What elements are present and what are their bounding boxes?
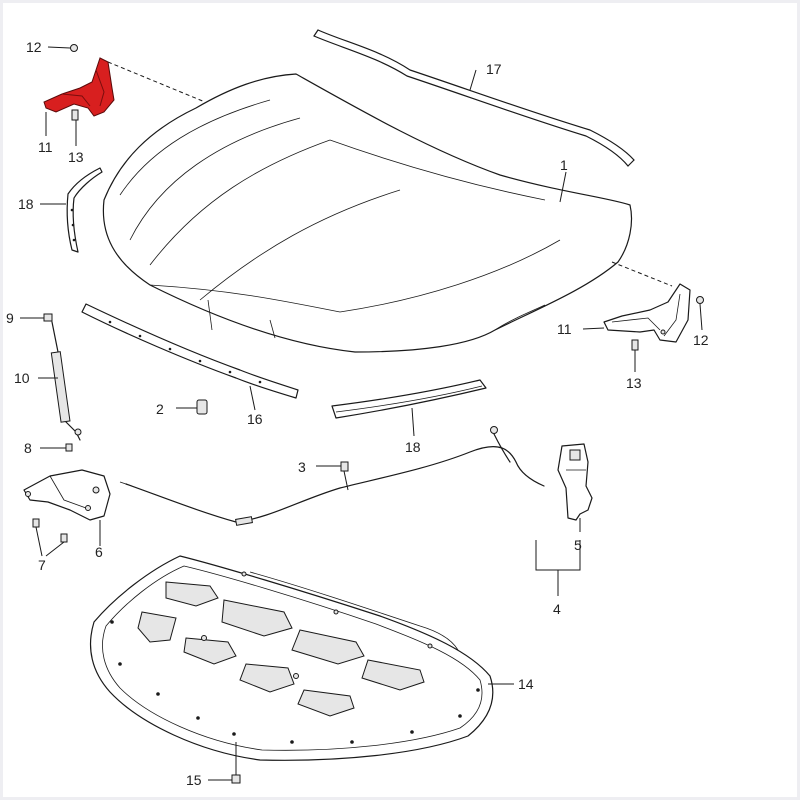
part-12-right-nut: [696, 296, 704, 331]
guide-right-hinge: [611, 261, 673, 287]
callout-17: 17: [486, 61, 502, 77]
callout-1: 1: [560, 157, 568, 173]
part-9-strut-clip: [20, 313, 53, 322]
callout-16: 16: [247, 411, 263, 427]
part-11-right-hood-hinge: [603, 283, 691, 343]
leader-18-right: [411, 407, 415, 437]
part-18-left-side-seal: [66, 167, 103, 253]
part-10-hood-lift-strut: [38, 321, 82, 441]
callout-18-left: 18: [18, 196, 34, 212]
part-13-left-bolt: [71, 109, 79, 146]
part-3-cable-clip: [316, 461, 349, 491]
callout-9: 9: [6, 310, 14, 326]
part-5-release-handle: [557, 443, 593, 532]
part-13-right-bolt: [631, 339, 639, 372]
callout-14: 14: [518, 676, 534, 692]
leader-16: [249, 385, 256, 411]
callout-4: 4: [553, 601, 561, 617]
callout-3: 3: [298, 459, 306, 475]
callout-12-right: 12: [693, 332, 709, 348]
leader-1: [559, 171, 567, 203]
part-6-hood-latch: [23, 469, 111, 546]
part-15-insulator-clip: [208, 742, 241, 784]
callout-8: 8: [24, 440, 32, 456]
callout-2: 2: [156, 401, 164, 417]
callout-11-right: 11: [557, 321, 572, 337]
part-2-bumper-stop: [176, 399, 208, 415]
leader-11-right: [582, 327, 605, 330]
part-17-hood-seal: [313, 29, 635, 167]
callout-6: 6: [95, 544, 103, 560]
callout-7: 7: [38, 557, 46, 573]
part-12-left-nut: [47, 44, 78, 52]
callout-12-left: 12: [26, 39, 42, 55]
callout-11-left: 11: [38, 139, 53, 155]
guide-left-hinge: [107, 61, 206, 103]
part-8-strut-bolt: [40, 443, 73, 452]
part-4-release-cable: [119, 426, 581, 596]
leader-17: [469, 69, 477, 91]
part-11-left-hood-hinge: [43, 57, 115, 117]
part-14-hood-insulator: [89, 555, 514, 761]
part-7-latch-bolt: [32, 518, 68, 557]
callout-5: 5: [574, 537, 582, 553]
part-16-front-seal-strip: [81, 303, 299, 399]
callout-10: 10: [14, 370, 30, 386]
part-1-hood-panel: [102, 73, 633, 353]
callout-15: 15: [186, 772, 202, 788]
callout-13-right: 13: [626, 375, 642, 391]
part-18-right-rear-seal: [331, 379, 487, 419]
callout-13-left: 13: [68, 149, 84, 165]
callout-18-right: 18: [405, 439, 421, 455]
